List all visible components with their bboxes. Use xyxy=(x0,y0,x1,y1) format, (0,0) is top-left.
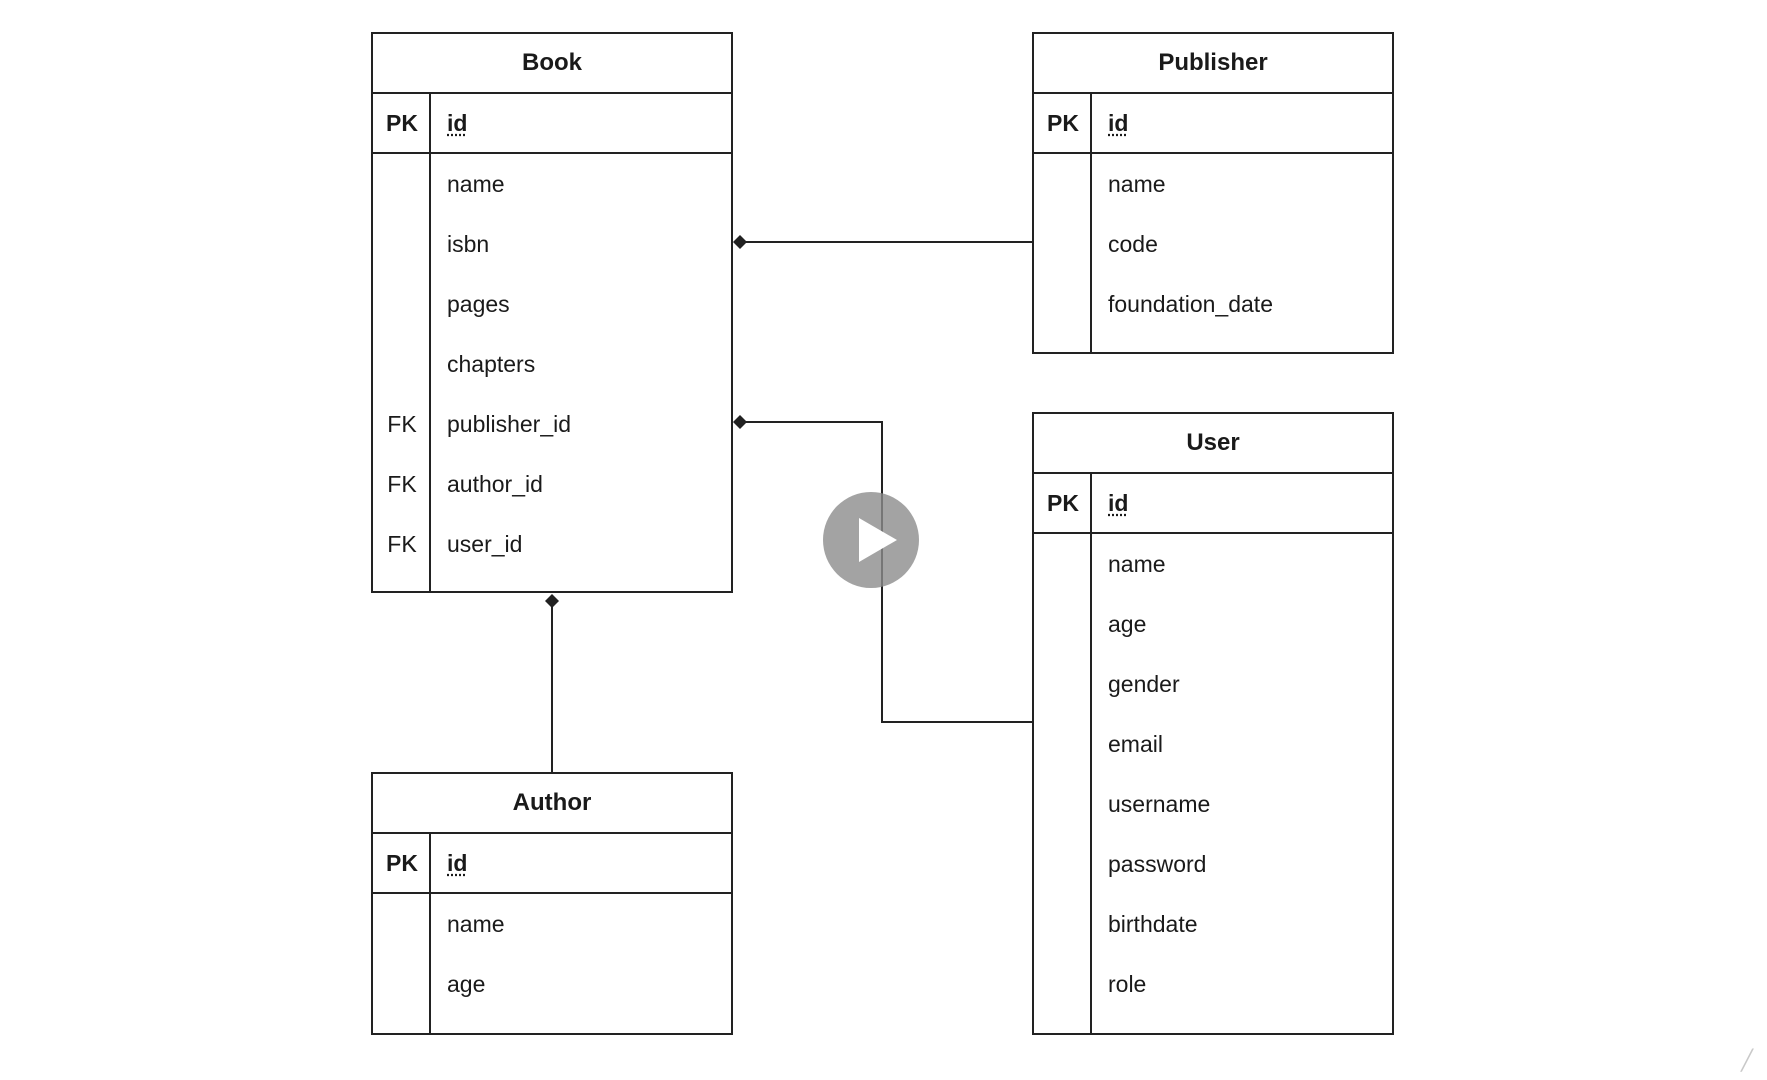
play-icon xyxy=(859,518,897,562)
pk-label: PK xyxy=(1047,490,1079,516)
key-label xyxy=(1034,954,1092,1014)
attribute-field: isbn xyxy=(447,231,490,257)
key-label xyxy=(373,214,431,274)
attribute-row: isbn xyxy=(373,214,731,274)
key-label xyxy=(1034,154,1092,214)
attribute-row: email xyxy=(1034,714,1392,774)
key-label xyxy=(1034,654,1092,714)
attribute-list: name age xyxy=(373,894,731,1033)
attribute-row: FK author_id xyxy=(373,454,731,514)
key-label xyxy=(1034,834,1092,894)
attribute-row: code xyxy=(1034,214,1392,274)
key-label xyxy=(1034,594,1092,654)
attribute-field: pages xyxy=(447,291,510,317)
key-label: FK xyxy=(387,411,417,437)
attribute-row: chapters xyxy=(373,334,731,394)
key-label: FK xyxy=(387,531,417,557)
attribute-list: name code foundation_date xyxy=(1034,154,1392,352)
pk-field: id xyxy=(1108,490,1129,516)
attribute-row: username xyxy=(1034,774,1392,834)
attribute-row: age xyxy=(1034,594,1392,654)
entity-title: Publisher xyxy=(1034,34,1392,94)
key-label xyxy=(373,954,431,1014)
entity-publisher[interactable]: Publisher PK id name code foundation_dat… xyxy=(1032,32,1394,354)
attribute-field: chapters xyxy=(447,351,536,377)
attribute-field: role xyxy=(1108,971,1147,997)
key-label xyxy=(373,894,431,954)
key-label xyxy=(1034,714,1092,774)
key-label: FK xyxy=(387,471,417,497)
key-label xyxy=(373,154,431,214)
attribute-field: birthdate xyxy=(1108,911,1198,937)
attribute-field: gender xyxy=(1108,671,1180,697)
attribute-row: foundation_date xyxy=(1034,274,1392,334)
pk-row: PK id xyxy=(373,94,731,154)
attribute-field: name xyxy=(447,171,505,197)
pk-row: PK id xyxy=(1034,94,1392,154)
attribute-field: email xyxy=(1108,731,1163,757)
key-label xyxy=(1034,774,1092,834)
pk-field: id xyxy=(447,110,468,136)
key-label xyxy=(1034,214,1092,274)
attribute-field: name xyxy=(1108,171,1166,197)
key-label xyxy=(1034,534,1092,594)
entity-title: Author xyxy=(373,774,731,834)
attribute-field: code xyxy=(1108,231,1158,257)
attribute-field: age xyxy=(447,971,486,997)
entity-user[interactable]: User PK id name age gender email xyxy=(1032,412,1394,1035)
key-label xyxy=(1034,274,1092,334)
key-label xyxy=(373,334,431,394)
attribute-row: role xyxy=(1034,954,1392,1014)
attribute-row: name xyxy=(373,894,731,954)
attribute-list: name age gender email username password xyxy=(1034,534,1392,1033)
attribute-field: password xyxy=(1108,851,1207,877)
attribute-row: FK publisher_id xyxy=(373,394,731,454)
attribute-row: FK user_id xyxy=(373,514,731,574)
attribute-row: pages xyxy=(373,274,731,334)
pk-field: id xyxy=(1108,110,1129,136)
attribute-field: author_id xyxy=(447,471,543,497)
key-label xyxy=(373,274,431,334)
diamond-book-user xyxy=(733,415,747,429)
attribute-field: user_id xyxy=(447,531,523,557)
play-button[interactable] xyxy=(823,492,919,588)
pk-field: id xyxy=(447,850,468,876)
attribute-row: age xyxy=(373,954,731,1014)
attribute-field: publisher_id xyxy=(447,411,572,437)
attribute-row: birthdate xyxy=(1034,894,1392,954)
watermark-icon: ╱ xyxy=(1741,1050,1754,1072)
attribute-field: foundation_date xyxy=(1108,291,1273,317)
attribute-field: username xyxy=(1108,791,1211,817)
diamond-book-publisher xyxy=(733,235,747,249)
attribute-field: name xyxy=(1108,551,1166,577)
entity-title: Book xyxy=(373,34,731,94)
attribute-row: gender xyxy=(1034,654,1392,714)
entity-author[interactable]: Author PK id name age xyxy=(371,772,733,1035)
attribute-field: age xyxy=(1108,611,1147,637)
pk-row: PK id xyxy=(1034,474,1392,534)
pk-label: PK xyxy=(386,850,418,876)
diamond-book-author xyxy=(545,594,559,608)
entity-book[interactable]: Book PK id name isbn pages chapters xyxy=(371,32,733,593)
attribute-list: name isbn pages chapters FK publisher_id… xyxy=(373,154,731,591)
attribute-field: name xyxy=(447,911,505,937)
attribute-row: name xyxy=(373,154,731,214)
entity-title: User xyxy=(1034,414,1392,474)
attribute-row: name xyxy=(1034,534,1392,594)
attribute-row: password xyxy=(1034,834,1392,894)
key-label xyxy=(1034,894,1092,954)
pk-label: PK xyxy=(1047,110,1079,136)
pk-label: PK xyxy=(386,110,418,136)
attribute-row: name xyxy=(1034,154,1392,214)
pk-row: PK id xyxy=(373,834,731,894)
